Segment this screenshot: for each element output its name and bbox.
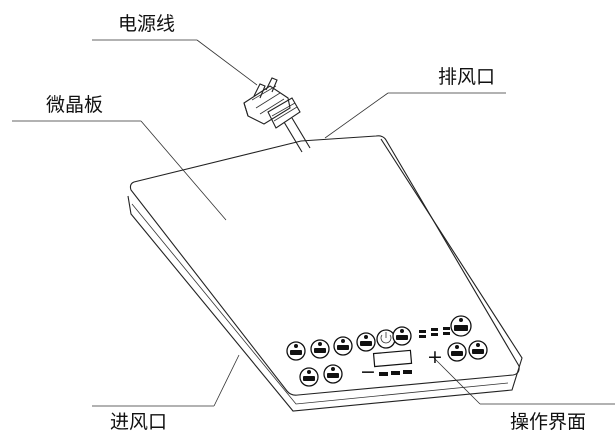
plug-prong-left <box>253 83 266 99</box>
level-indicator <box>379 370 412 376</box>
control-button[interactable] <box>447 342 467 362</box>
cable-left-edge <box>283 121 303 153</box>
control-button[interactable] <box>286 341 306 361</box>
base-tray <box>127 138 523 412</box>
control-button[interactable] <box>333 336 353 356</box>
control-panel-label: 操作界面 <box>510 411 586 433</box>
plus-sign[interactable]: + <box>427 346 443 368</box>
strain-relief <box>267 97 301 129</box>
minus-sign[interactable]: − <box>360 361 376 383</box>
control-button[interactable] <box>323 364 343 384</box>
intake-vent-leader <box>213 354 240 407</box>
digital-display <box>372 349 413 368</box>
intake-vent-label: 进风口 <box>110 411 167 433</box>
power-cord-leader <box>196 39 258 86</box>
glass-plate-label: 微晶板 <box>46 94 103 116</box>
indicator-lights <box>419 327 450 338</box>
control-button[interactable] <box>356 332 376 352</box>
leader-lines <box>12 39 615 407</box>
power-icon <box>380 334 392 344</box>
exhaust-vent-leader <box>324 92 389 139</box>
glass-plate <box>129 135 520 396</box>
control-panel: − + <box>286 315 488 387</box>
control-panel-leader <box>433 357 481 405</box>
control-button[interactable] <box>310 339 330 359</box>
power-cord-label: 电源线 <box>118 13 175 35</box>
power-cord <box>243 77 311 153</box>
control-button[interactable] <box>392 326 412 346</box>
control-button[interactable] <box>450 315 472 337</box>
power-button[interactable] <box>376 329 396 349</box>
cooker-body <box>127 135 523 412</box>
plug-prong-right <box>265 77 278 93</box>
glass-plate-leader <box>140 120 227 221</box>
control-button[interactable] <box>299 367 319 387</box>
cable-right-edge <box>291 117 311 149</box>
control-button[interactable] <box>468 340 488 360</box>
exhaust-vent-label: 排风口 <box>438 66 495 88</box>
base-tray-inner-edge <box>131 203 509 405</box>
